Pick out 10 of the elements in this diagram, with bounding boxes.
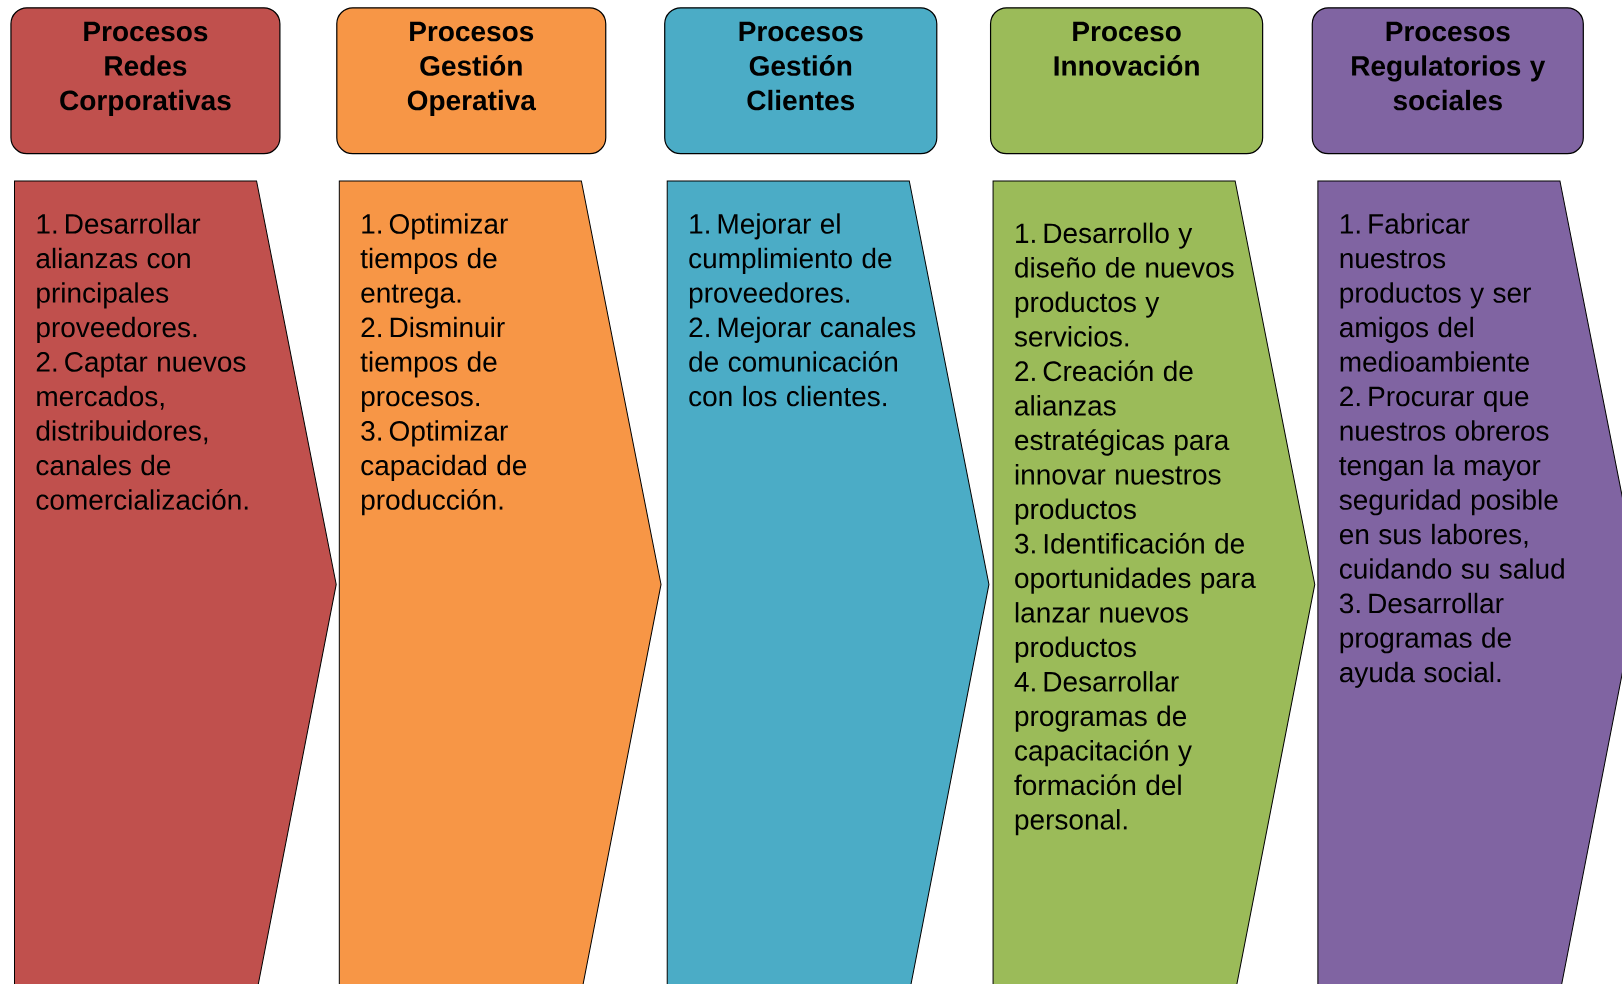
header-box: Proceso Innovación [989,7,1264,155]
header-box: Procesos Redes Corporativas [10,7,281,155]
chevron-box: 1. Desarrollo y diseño de nuevos productos y servicios. 2. Creación de alianzas estratégicas para innovar nuestros productos 3. Identificación de oportunidades para lanzar nuevos productos 4. Desarrollar programas de capacitación y formación del personal. [992,180,1316,984]
header-box: Procesos Gestión Operativa [336,7,607,155]
chevron-box: 1. Desarrollar alianzas con principales proveedores. 2. Captar nuevos mercados, distribuidores, canales de comercialización. [14,180,337,984]
header-box: Procesos Gestión Clientes [664,7,938,155]
chevron-box: 1. Mejorar el cumplimiento de proveedores. 2. Mejorar canales de comunicación con los clientes. [666,180,990,984]
chevron-box: 1. Optimizar tiempos de entrega. 2. Disminuir tiempos de procesos. 3. Optimizar capacidad de producción. [338,180,662,984]
header-box: Procesos Regulatorios y sociales [1311,7,1584,155]
chevron-box: 1. Fabricar nuestros productos y ser amigos del medioambiente 2. Procurar que nuestros obreros tengan la mayor seguridad posible en sus labores, cuidando su salud 3. Desarrollar programas de ayuda social. [1317,180,1622,984]
